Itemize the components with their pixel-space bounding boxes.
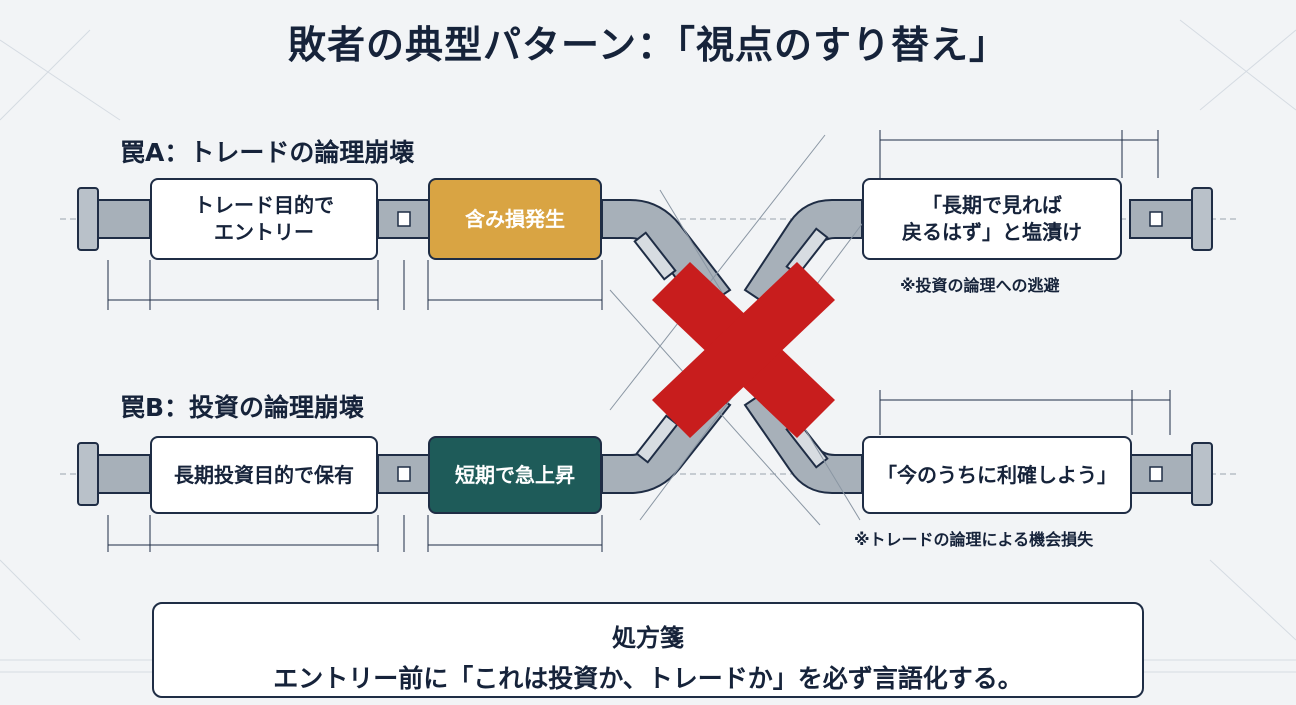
trap-b-label: 罠B：投資の論理崩壊 <box>120 393 365 422</box>
trap-b-outcome-box: 「今のうちに利確しよう」 <box>862 436 1132 514</box>
trap-a-note: ※投資の論理への逃避 <box>900 276 1060 295</box>
red-x-icon <box>652 262 835 438</box>
remedy-title: 処方箋 <box>612 624 684 652</box>
remedy-box: 処方箋 エントリー前に「これは投資か、トレードか」を必ず言語化する。 <box>152 602 1144 698</box>
trap-a-start-box: トレード目的で エントリー <box>150 178 378 260</box>
page-title: 敗者の典型パターン：「視点のすり替え」 <box>287 23 1009 67</box>
trap-b-note: ※トレードの論理による機会損失 <box>854 530 1094 549</box>
trap-a-event-box: 含み損発生 <box>428 178 602 260</box>
trap-b-start-box: 長期投資目的で保有 <box>150 436 378 514</box>
trap-a-outcome-box: 「長期で見れば 戻るはず」と塩漬け <box>862 178 1122 260</box>
trap-a-label: 罠A：トレードの論理崩壊 <box>120 138 415 167</box>
trap-b-event-box: 短期で急上昇 <box>428 436 602 514</box>
remedy-body: エントリー前に「これは投資か、トレードか」を必ず言語化する。 <box>273 664 1023 693</box>
